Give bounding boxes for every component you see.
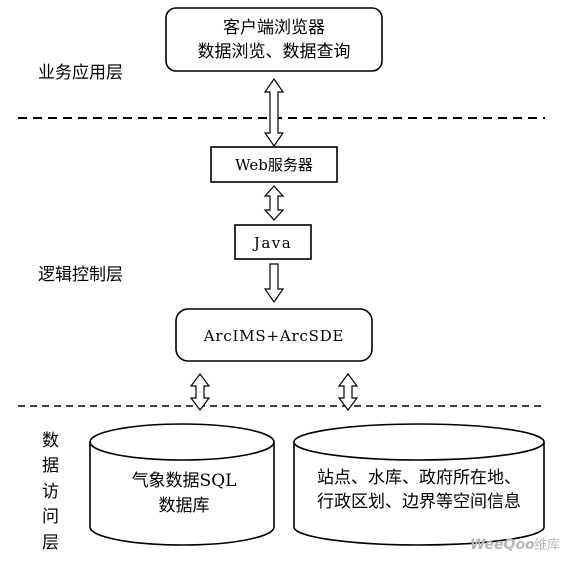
- client-browser-subtitle: 数据浏览、数据查询: [198, 42, 351, 62]
- layer-label-data-char: 问: [42, 507, 59, 527]
- layer-label-logic: 逻辑控制层: [38, 265, 123, 285]
- gis-server-box: ArcIMS+ArcSDE: [175, 308, 373, 362]
- layer-label-data-char: 层: [42, 533, 59, 553]
- layer-label-data: 数 据 访 问 层: [42, 431, 59, 553]
- sql-database-line1: 气象数据SQL: [132, 471, 237, 491]
- sql-database-line2: 数据库: [159, 496, 210, 516]
- double-arrow-icon: [337, 373, 359, 411]
- client-browser-box: 客户端浏览器 数据浏览、数据查询: [165, 7, 383, 72]
- layer-label-data-char: 访: [42, 482, 59, 502]
- layer-label-data-char: 数: [42, 431, 59, 451]
- web-server-box: Web服务器: [210, 146, 338, 183]
- web-server-label: Web服务器: [235, 156, 313, 174]
- double-arrow-icon: [263, 77, 285, 148]
- layer-label-business: 业务应用层: [38, 63, 123, 83]
- watermark-brand: WeeQoo: [470, 537, 535, 553]
- java-box: Java: [234, 224, 312, 260]
- gis-server-label: ArcIMS+ArcSDE: [203, 327, 345, 345]
- double-arrow-icon: [189, 373, 211, 411]
- down-arrow-icon: [263, 263, 285, 304]
- spatial-database-line1: 站点、水库、政府所在地、: [317, 468, 521, 488]
- watermark-suffix: 维库: [534, 537, 560, 553]
- watermark-logo: WeeQoo 维库: [470, 537, 560, 553]
- sql-database-cylinder: 气象数据SQL 数据库: [89, 423, 275, 546]
- double-arrow-icon: [263, 185, 285, 221]
- java-label: Java: [252, 234, 292, 252]
- client-browser-title: 客户端浏览器: [223, 18, 325, 38]
- layer-label-data-char: 据: [42, 456, 59, 476]
- spatial-database-line2: 行政区划、边界等空间信息: [317, 492, 521, 512]
- spatial-database-cylinder: 站点、水库、政府所在地、 行政区划、边界等空间信息: [293, 423, 545, 546]
